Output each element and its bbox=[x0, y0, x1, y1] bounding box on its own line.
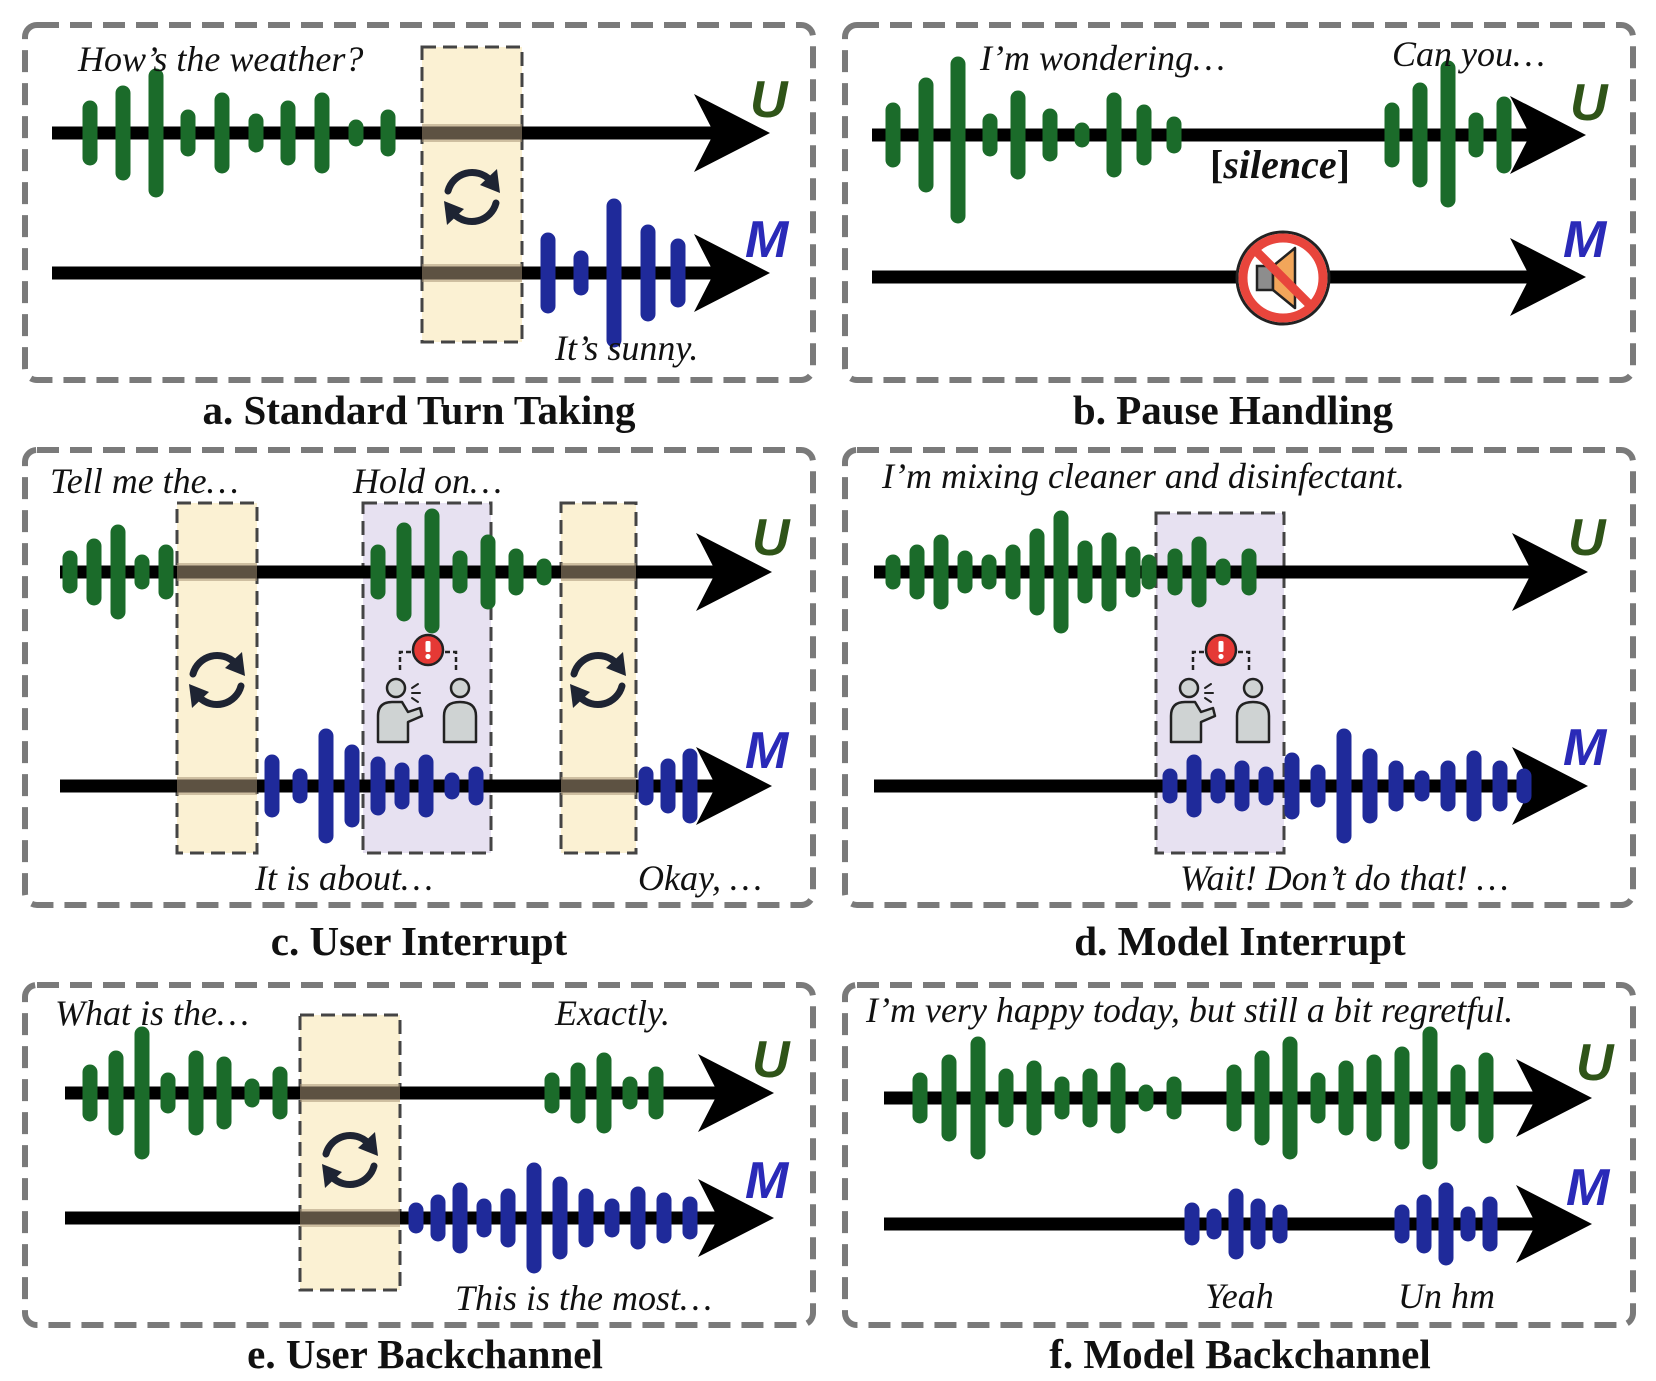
model-timeline-arrow bbox=[52, 234, 770, 312]
user-waveform bbox=[82, 1026, 664, 1160]
turn-switch-box bbox=[298, 1013, 402, 1292]
silence-close-bracket: ] bbox=[1337, 142, 1350, 187]
silence-label: [silence] bbox=[1210, 142, 1350, 187]
user-speaker-label: U bbox=[750, 71, 789, 129]
user-speaker-label: U bbox=[1576, 1034, 1615, 1092]
panel-a: How’s the weather? It’s sunny. U M a. St… bbox=[22, 22, 816, 433]
model-waveform bbox=[1184, 1182, 1498, 1266]
model-quote-1: Yeah bbox=[1205, 1276, 1274, 1316]
model-speaker-label: M bbox=[745, 1152, 790, 1210]
turn-switch-band bbox=[177, 777, 257, 795]
user-speaker-label: U bbox=[1570, 74, 1609, 132]
turn-switch-band bbox=[300, 1209, 400, 1227]
model-quote-1: It is about… bbox=[254, 858, 433, 898]
panel-caption: a. Standard Turn Taking bbox=[202, 387, 636, 433]
user-quote: I’m mixing cleaner and disinfectant. bbox=[881, 456, 1405, 496]
user-quote-2: Can you… bbox=[1392, 34, 1545, 74]
turn-switch-band bbox=[177, 563, 257, 581]
user-speaker-label: U bbox=[752, 509, 791, 567]
turn-switch-band bbox=[561, 563, 636, 581]
panel-d: I’m mixing cleaner and disinfectant. Wai… bbox=[842, 447, 1636, 964]
user-waveform bbox=[912, 1026, 1494, 1170]
turn-switch-box bbox=[175, 501, 259, 855]
model-speaker-label: M bbox=[1566, 1159, 1611, 1217]
model-waveform bbox=[1162, 728, 1532, 844]
user-quote-1: I’m wondering… bbox=[979, 38, 1225, 78]
panel-border bbox=[842, 447, 1636, 908]
turn-switch-band bbox=[422, 124, 522, 142]
panel-border bbox=[22, 447, 816, 908]
user-waveform bbox=[885, 510, 1257, 634]
model-speaker-label: M bbox=[745, 722, 790, 780]
panel-e: What is the… Exactly. This is the most… … bbox=[22, 982, 816, 1377]
model-quote-2: Okay, … bbox=[638, 858, 762, 898]
user-waveform bbox=[82, 68, 396, 198]
model-speaker-label: M bbox=[1563, 211, 1608, 269]
user-quote: I’m very happy today, but still a bit re… bbox=[865, 990, 1513, 1030]
model-quote: It’s sunny. bbox=[554, 328, 698, 368]
model-quote: This is the most… bbox=[455, 1278, 712, 1318]
user-waveform bbox=[885, 56, 1512, 224]
panel-border bbox=[842, 982, 1636, 1328]
panel-caption: f. Model Backchannel bbox=[1049, 1331, 1431, 1377]
user-speaker-label: U bbox=[752, 1031, 791, 1089]
panel-caption: c. User Interrupt bbox=[271, 918, 568, 964]
model-speaker-label: M bbox=[1563, 719, 1608, 777]
model-quote-2: Un hm bbox=[1398, 1276, 1495, 1316]
turn-switch-band bbox=[300, 1084, 400, 1102]
model-waveform bbox=[264, 728, 698, 844]
panel-b: [silence] I’m wondering… Can you… U M b.… bbox=[842, 22, 1636, 433]
user-quote-1: Tell me the… bbox=[50, 461, 239, 501]
user-speaker-label: U bbox=[1568, 509, 1607, 567]
user-quote-2: Hold on… bbox=[352, 461, 502, 501]
turn-switch-band bbox=[561, 777, 636, 795]
turn-switch-band bbox=[422, 264, 522, 282]
panel-caption: d. Model Interrupt bbox=[1074, 918, 1406, 964]
silence-word: silence bbox=[1222, 142, 1336, 187]
turn-switch-box bbox=[420, 45, 524, 344]
model-waveform bbox=[540, 198, 686, 348]
user-quote-1: What is the… bbox=[55, 993, 249, 1033]
model-timeline-arrow bbox=[872, 238, 1586, 316]
silence-open-bracket: [ bbox=[1210, 142, 1223, 187]
panel-caption: e. User Backchannel bbox=[247, 1331, 603, 1377]
user-waveform bbox=[62, 508, 552, 634]
panel-c: Tell me the… Hold on… It is about… Okay,… bbox=[22, 447, 816, 964]
panel-caption: b. Pause Handling bbox=[1073, 387, 1394, 433]
panel-border bbox=[22, 982, 816, 1328]
model-quote: Wait! Don’t do that! … bbox=[1180, 858, 1509, 898]
model-speaker-label: M bbox=[745, 211, 790, 269]
panel-border bbox=[842, 22, 1636, 383]
user-quote: How’s the weather? bbox=[77, 39, 363, 79]
mute-icon bbox=[1235, 230, 1331, 326]
user-quote-2: Exactly. bbox=[554, 993, 670, 1033]
panel-f: I’m very happy today, but still a bit re… bbox=[842, 982, 1636, 1377]
panel-border bbox=[22, 22, 816, 383]
model-waveform bbox=[408, 1162, 698, 1274]
turn-switch-box bbox=[559, 501, 638, 855]
